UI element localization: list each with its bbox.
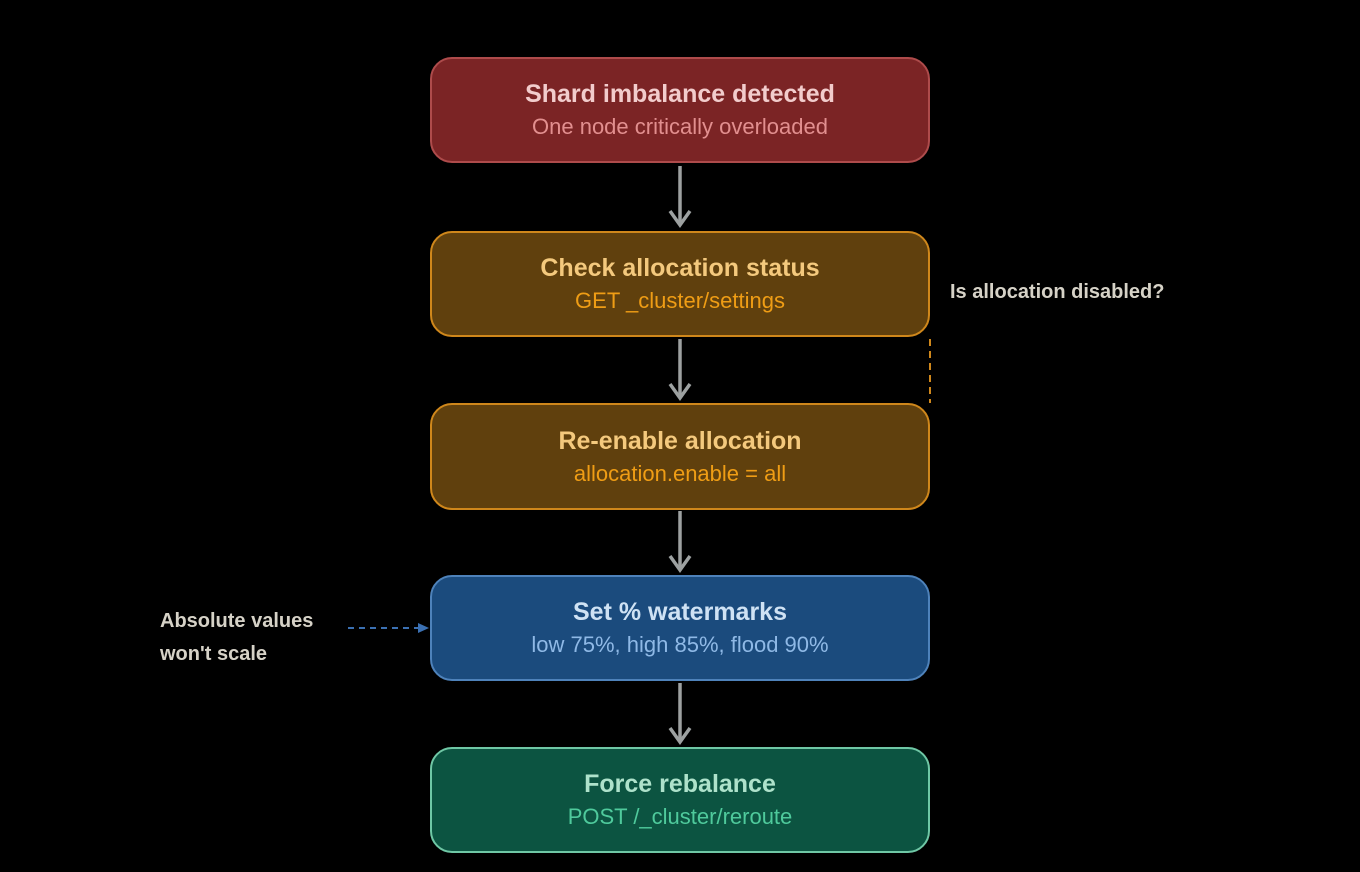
flow-arrow-down-icon <box>668 683 692 745</box>
annotation-line-2: won't scale <box>160 643 268 665</box>
node-re-enable-allocation: Re-enable allocation allocation.enable =… <box>430 403 930 510</box>
node-force-rebalance: Force rebalance POST /_cluster/reroute <box>430 747 930 853</box>
node-subtitle: allocation.enable = all <box>573 460 787 486</box>
node-title: Set % watermarks <box>572 598 787 627</box>
dashed-side-connector <box>929 339 931 403</box>
node-subtitle: low 75%, high 85%, flood 90% <box>531 632 829 658</box>
flow-arrow-down-icon <box>668 511 692 573</box>
node-title: Force rebalance <box>584 770 776 799</box>
node-title: Shard imbalance detected <box>525 80 835 109</box>
node-title: Check allocation status <box>540 254 820 283</box>
node-shard-imbalance-detected: Shard imbalance detected One node critic… <box>430 57 930 163</box>
annotation-absolute-values: Absolute values won't scale <box>160 605 313 671</box>
node-subtitle: POST /_cluster/reroute <box>567 804 793 830</box>
node-check-allocation-status: Check allocation status GET _cluster/set… <box>430 231 930 337</box>
annotation-allocation-disabled: Is allocation disabled? <box>950 281 1165 303</box>
node-subtitle: One node critically overloaded <box>532 114 828 140</box>
node-subtitle: GET _cluster/settings <box>575 288 785 314</box>
flow-arrow-down-icon <box>668 339 692 401</box>
node-title: Re-enable allocation <box>558 426 802 455</box>
node-set-percent-watermarks: Set % watermarks low 75%, high 85%, floo… <box>430 575 930 681</box>
annotation-line-1: Absolute values <box>160 610 314 632</box>
dashed-note-arrow-icon <box>348 623 429 633</box>
flow-arrow-down-icon <box>668 166 692 228</box>
